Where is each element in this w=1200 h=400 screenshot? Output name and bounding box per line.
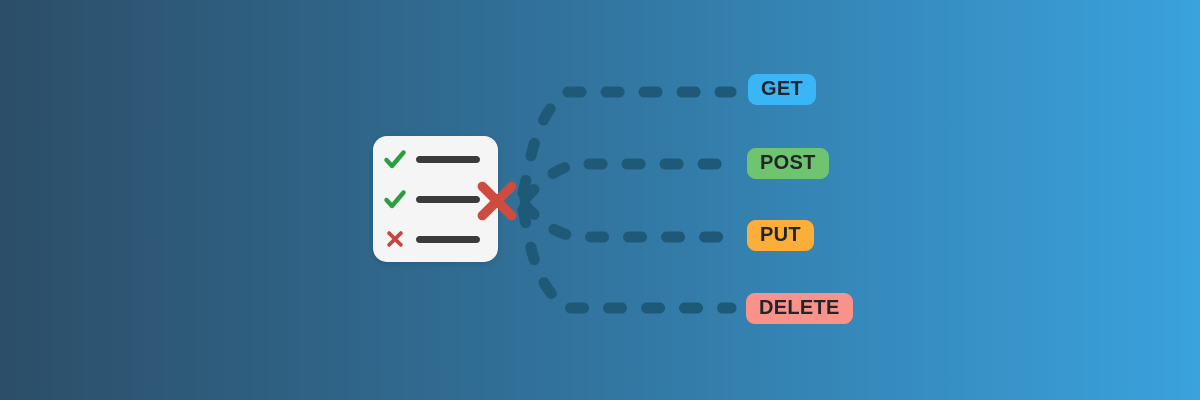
check-icon — [384, 190, 406, 209]
checklist-row — [373, 147, 498, 171]
cross-icon — [387, 231, 403, 247]
connector-get — [517, 86, 737, 199]
connector-post — [519, 158, 737, 205]
checklist-line — [416, 155, 480, 163]
post-badge: POST — [747, 148, 829, 179]
connector-put — [519, 199, 737, 243]
checklist-line — [416, 195, 480, 203]
checklist-row — [373, 227, 498, 251]
get-badge: GET — [748, 74, 817, 105]
check-icon — [384, 150, 406, 169]
connector-delete — [517, 204, 737, 314]
put-badge: PUT — [747, 220, 814, 251]
delete-badge: DELETE — [746, 293, 853, 324]
checklist-card — [373, 136, 498, 262]
checklist-line — [416, 235, 480, 243]
error-cross-icon — [477, 181, 517, 221]
checklist-row — [373, 187, 498, 211]
